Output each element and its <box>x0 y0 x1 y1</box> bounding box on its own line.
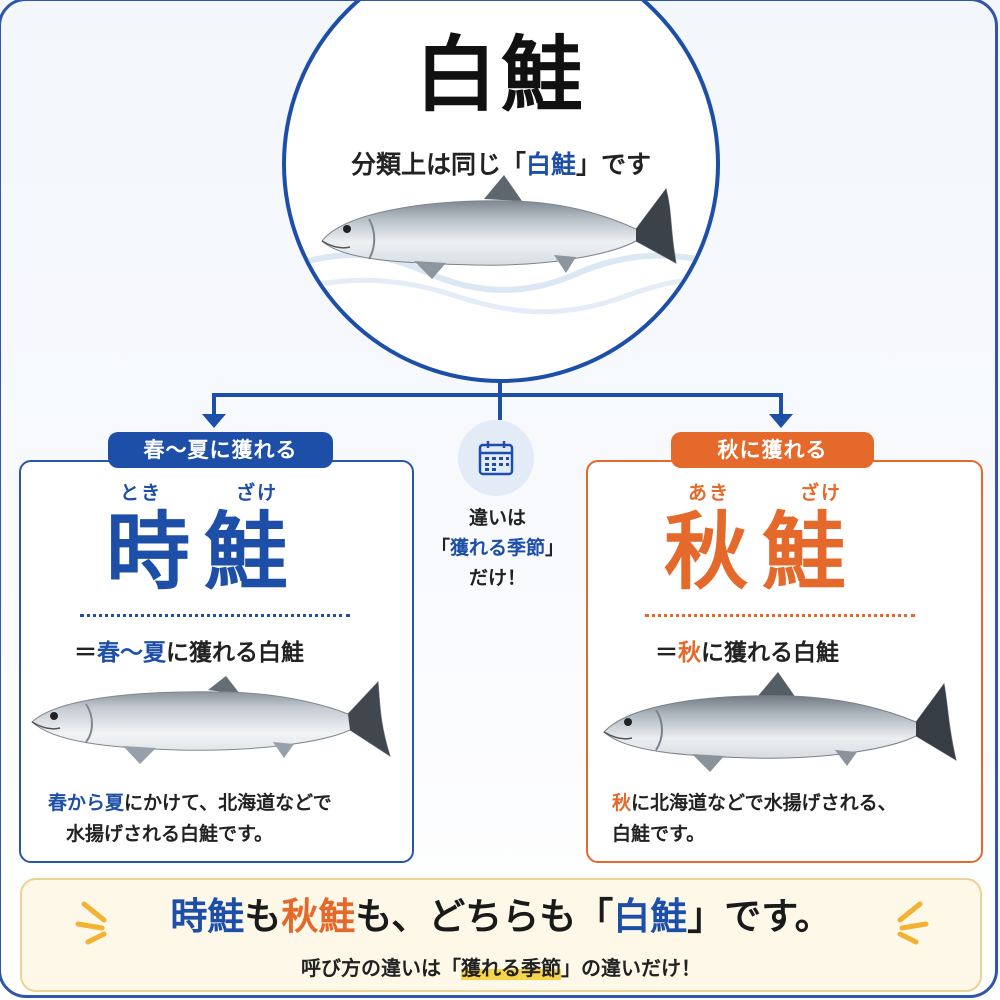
top-subtitle: 分類上は同じ「白鮭」です <box>350 150 652 179</box>
sparkle-left-icon <box>75 901 107 945</box>
wave-decoration <box>286 252 716 315</box>
akizake-description-line-1: 秋に北海道などで水揚げされる、 <box>612 792 897 814</box>
tokizake-name: 時鮭 <box>106 502 303 601</box>
akizake-divider <box>645 614 915 617</box>
tokizake-definition: ＝春〜夏に獲れる白鮭 <box>74 640 304 666</box>
salmon-image-top <box>321 175 677 279</box>
akizake-season-tag: 秋に獲れる <box>671 432 874 468</box>
tokizake-ruby-1: とき <box>120 482 163 504</box>
tokizake-salmon-image <box>31 676 391 764</box>
sparkle-right-icon <box>897 901 929 945</box>
tokizake-description-line-2: 水揚げされる白鮭です。 <box>66 823 274 845</box>
akizake-ruby-2: ざけ <box>800 482 843 504</box>
summary-headline: 時鮭も秋鮭も、どちらも「白鮭」です。 <box>170 894 832 938</box>
season-difference-note: 違いは 「獲れる季節」 だけ！ <box>430 507 565 589</box>
arrow-left-icon <box>202 414 226 428</box>
akizake-definition: ＝秋に獲れる白鮭 <box>655 640 839 666</box>
akizake-ruby-1: あき <box>688 482 731 504</box>
top-title: 白鮭 <box>414 27 587 123</box>
calendar-badge <box>458 420 534 496</box>
akizake-salmon-image <box>603 672 957 772</box>
tokizake-season-tag: 春〜夏に獲れる <box>108 432 333 468</box>
tokizake-description-line-1: 春から夏にかけて、北海道などで <box>48 792 332 814</box>
calendar-icon <box>478 441 514 476</box>
akizake-card <box>586 460 983 863</box>
akizake-description-line-2: 白鮭です。 <box>612 823 706 845</box>
tokizake-card <box>19 460 414 863</box>
summary-subline: 呼び方の違いは「獲れる季節」の違いだけ！ <box>301 956 701 980</box>
tokizake-divider <box>80 614 350 617</box>
summary-banner: 時鮭も秋鮭も、どちらも「白鮭」です。 呼び方の違いは「獲れる季節」の違いだけ！ <box>20 878 982 992</box>
tokizake-ruby-2: ざけ <box>236 482 279 504</box>
akizake-name: 秋鮭 <box>664 502 861 601</box>
arrow-right-icon <box>769 414 793 428</box>
shirozake-circle: 白鮭 分類上は同じ「白鮭」です <box>282 0 720 383</box>
